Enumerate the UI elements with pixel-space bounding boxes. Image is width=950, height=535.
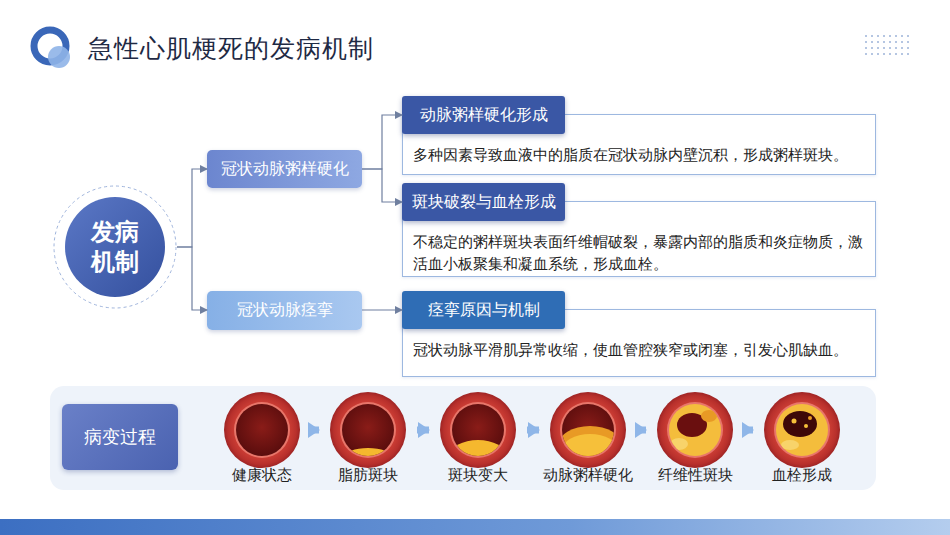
stage-arrow [417,427,429,434]
artery-atherosclerosis [550,392,626,468]
card-heading: 斑块破裂与血栓形成 [402,183,565,221]
stage-node: 脂肪斑块 [323,388,413,488]
dot-grid [865,35,909,55]
branch-connector [362,115,402,169]
circle-label: 发病 机制 [85,217,145,277]
card-node: 痉挛原因与机制冠状动脉平滑肌异常收缩，使血管腔狭窄或闭塞，引发心肌缺血。 [402,291,876,377]
artery-healthy [224,392,300,468]
stage-node: 健康状态 [217,388,307,488]
stage-node: 血栓形成 [757,388,847,488]
process-band [50,386,876,490]
card-heading: 动脉粥样硬化形成 [402,96,565,134]
box-label: 冠状动脉粥样硬化 [221,159,349,180]
artery-thrombus [764,392,840,468]
card-node: 斑块破裂与血栓形成不稳定的粥样斑块表面纤维帽破裂，暴露内部的脂质和炎症物质，激活… [402,183,876,277]
stage-arrow [637,427,646,434]
branch-connector [362,309,402,310]
artery-plaque-growth [440,392,516,470]
stage-node: 斑块变大 [433,388,523,488]
stage-label: 血栓形成 [747,466,857,485]
artery-fatty-streak [330,392,406,468]
stage-node: 纤维性斑块 [650,388,740,488]
stage-label: 动脉粥样硬化 [533,466,643,485]
stage-label: 脂肪斑块 [313,466,423,485]
stage-label: 纤维性斑块 [640,466,750,485]
stage-node: 动脉粥样硬化 [543,388,633,488]
pill-node: 冠状动脉粥样硬化 [207,150,362,188]
stage-label: 健康状态 [207,466,317,485]
circle-text-wrap: 发病 机制 [53,185,177,309]
stagebox-node: 病变过程 [62,404,178,470]
branch-connector [177,247,207,310]
branch-connector [177,169,207,247]
page-title: 急性心肌梗死的发病机制 [88,32,374,65]
circle-node: 发病 机制 [53,185,177,309]
logo-dot [48,46,70,68]
stage-arrow [744,427,753,434]
box-label: 病变过程 [84,425,156,449]
card-heading: 痉挛原因与机制 [402,291,565,329]
card-node: 动脉粥样硬化形成多种因素导致血液中的脂质在冠状动脉内壁沉积，形成粥样斑块。 [402,96,876,175]
branch-connector [362,169,402,202]
stage-arrow [311,427,319,434]
stage-label: 斑块变大 [423,466,533,485]
circle-outline [53,185,177,309]
box-label: 冠状动脉痉挛 [237,300,333,321]
artery-fibrous-plaque [657,392,733,468]
footer-bar [0,519,950,535]
stage-arrow [527,427,539,434]
pill-node: 冠状动脉痉挛 [207,291,362,330]
